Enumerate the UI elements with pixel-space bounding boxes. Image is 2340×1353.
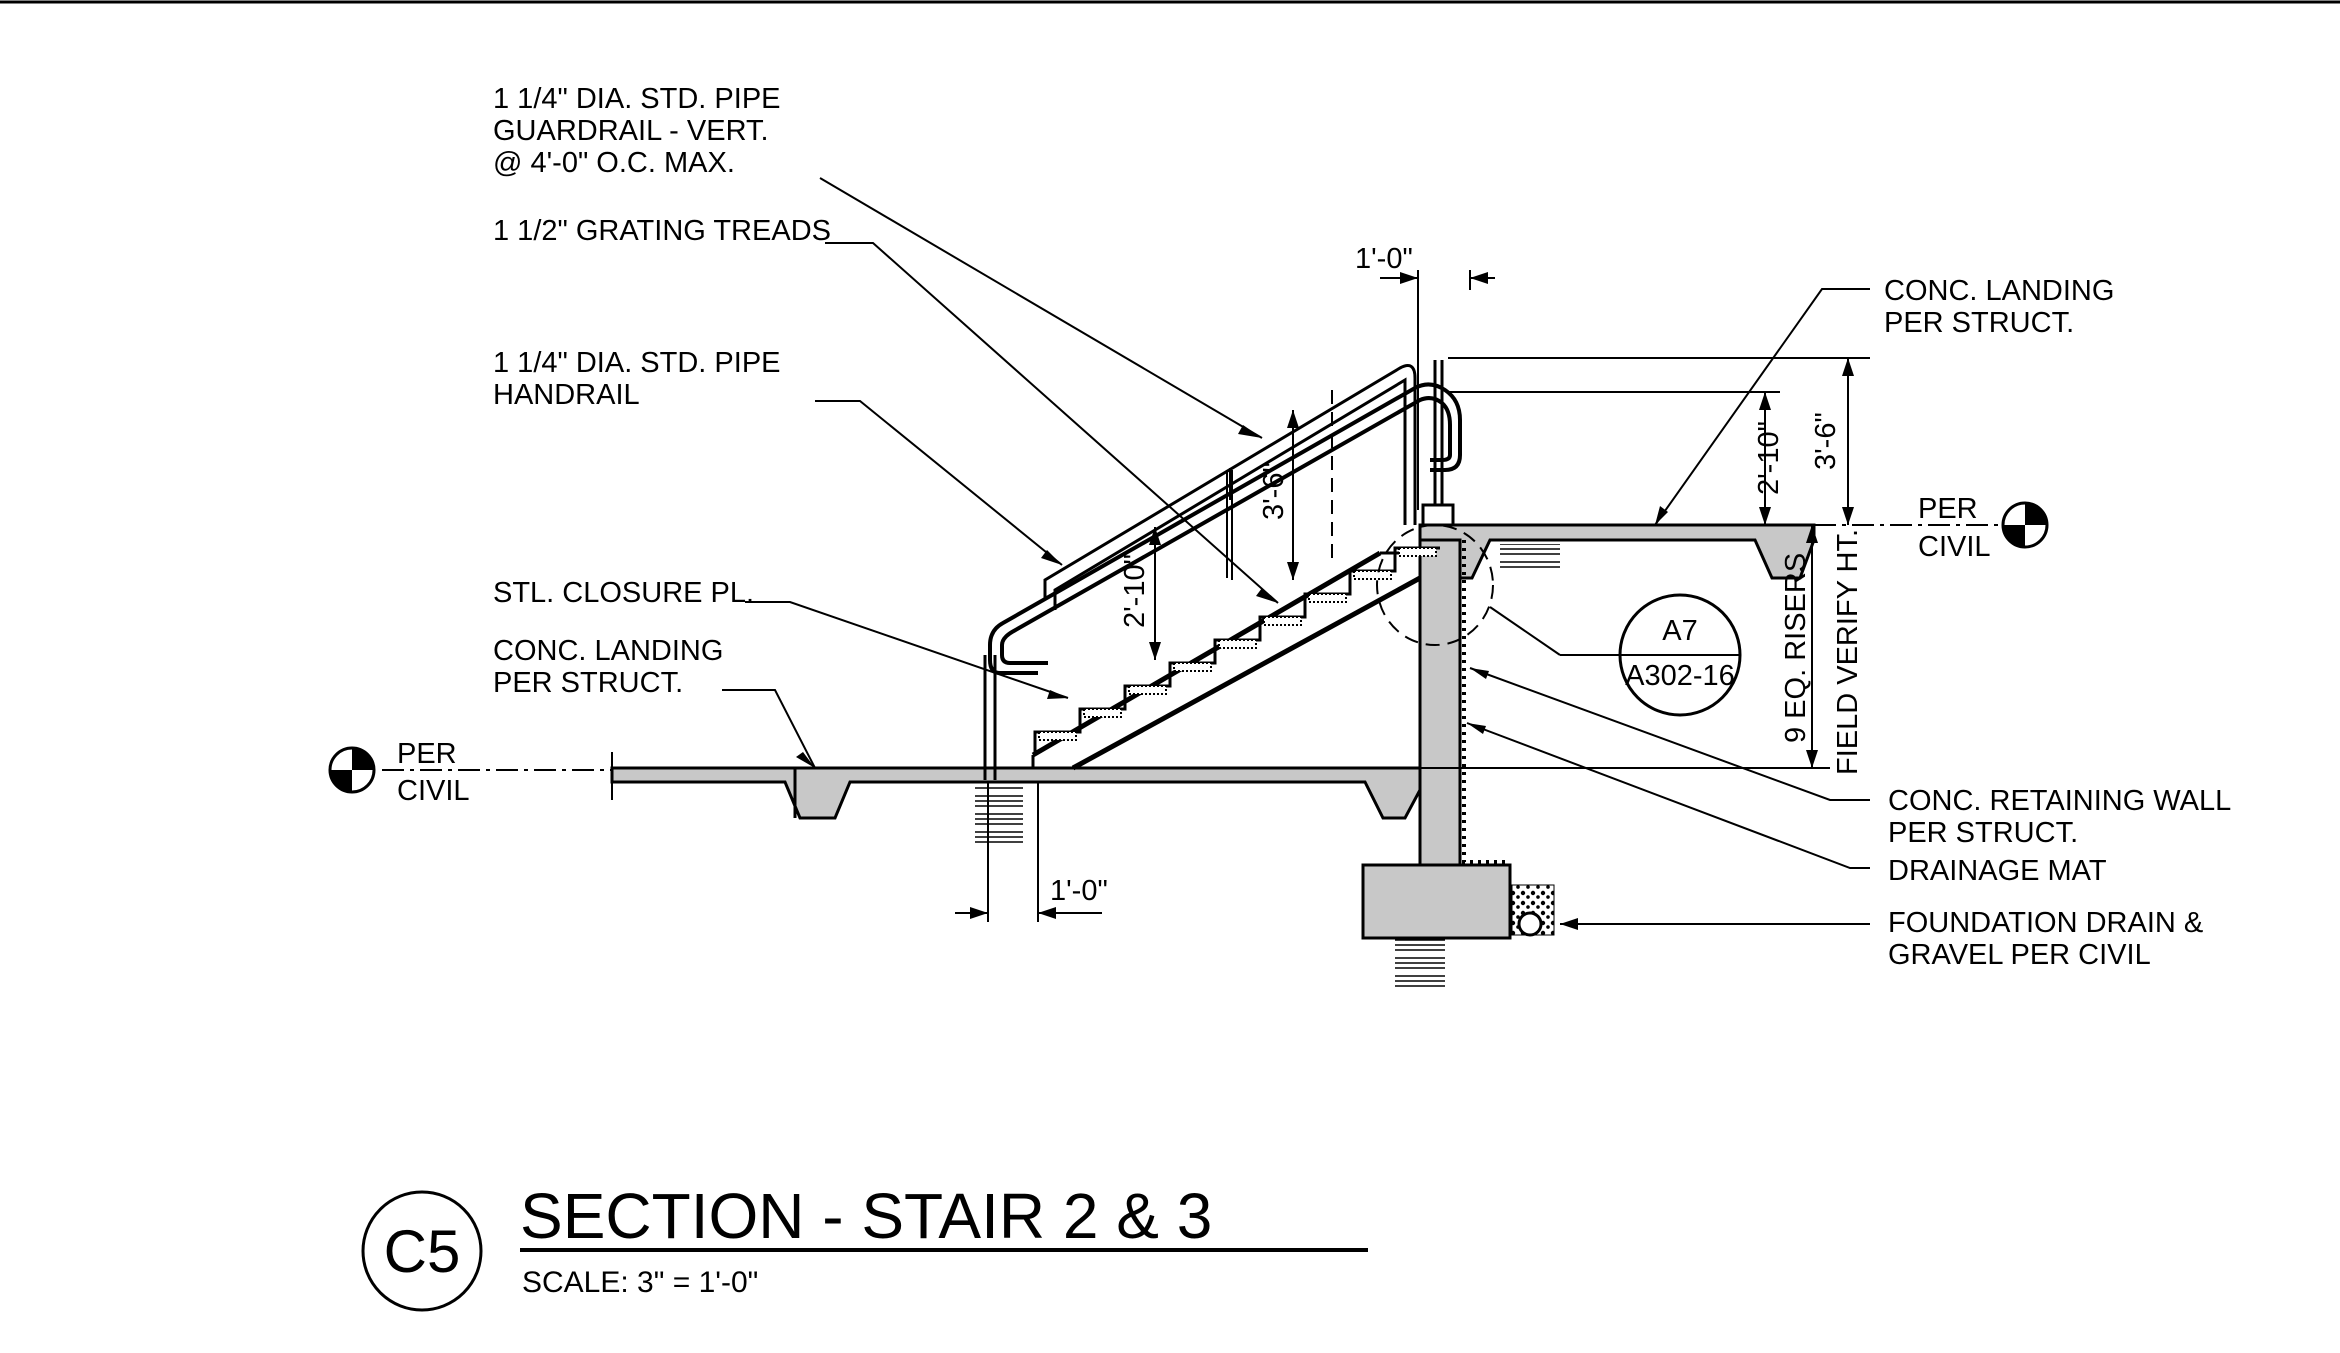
detail-circle-dashed [1376,524,1494,646]
datum-left-per: PER [397,738,457,770]
dim-bottom-1ft: 1'-0" [1050,875,1108,907]
grating-tread [1308,593,1347,603]
foundation-drain-pipe [1517,911,1543,937]
grating-tread [1083,708,1122,718]
dim-field-verify: FIELD VERIFY HT. [1832,529,1864,775]
note-landing-upper: CONC. LANDING PER STRUCT. [1884,275,2122,339]
note-guardrail: 1 1/4" DIA. STD. PIPE GUARDRAIL - VERT. … [493,83,789,179]
note-grating-treads: 1 1/2" GRATING TREADS [493,215,831,247]
dim-handrail-stair: 2'-10" [1119,554,1151,628]
dim-handrail-right: 2'-10" [1753,421,1785,495]
section-tag-circle [361,1190,483,1312]
note-drainage-mat: DRAINAGE MAT [1888,855,2107,887]
datum-right-civil: CIVIL [1918,531,1991,563]
retaining-wall [1418,526,1462,867]
stair-handrail [988,382,1462,675]
note-foundation-drain: FOUNDATION DRAIN & GRAVEL PER CIVIL [1888,907,2211,971]
stair-stringer [1071,575,1422,771]
datum-left-symbol [328,746,376,794]
note-retaining-wall: CONC. RETAINING WALL PER STRUCT. [1888,785,2238,849]
grating-tread [1218,639,1257,649]
note-closure-plate: STL. CLOSURE PL. [493,577,754,609]
note-handrail: 1 1/4" DIA. STD. PIPE HANDRAIL [493,347,789,411]
grating-tread [1263,616,1302,626]
dim-risers: 9 EQ. RISERS [1780,553,1812,743]
leader-lines [722,177,1870,925]
section-scale: SCALE: 3" = 1'-0" [522,1266,758,1299]
detail-sheet: A302-16 [1625,660,1735,692]
upper-concrete-landing [1418,523,1816,580]
grating-tread [1173,662,1212,672]
grating-tread [1128,685,1167,695]
datum-left-civil: CIVIL [397,775,470,807]
stair-profile [1033,546,1440,755]
detail-callout[interactable]: A7 A302-16 [1618,593,1742,717]
dim-guard-stair: 3'-6" [1258,462,1290,520]
dim-top-1ft: 1'-0" [1355,243,1413,275]
grating-tread [1353,570,1392,580]
datum-right-symbol [2001,501,2049,549]
section-tag: C5 [384,1218,461,1285]
dim-guard-right: 3'-6" [1810,412,1842,470]
grating-treads [1033,546,1440,755]
grating-tread [1038,731,1077,741]
stair-guardrail [1043,364,1417,600]
handrail-post-top [1421,503,1455,527]
title-block: C5 SECTION - STAIR 2 & 3 SCALE: 3" = 1'-… [361,1180,1368,1312]
earth-hatch [975,785,1023,845]
section-title: SECTION - STAIR 2 & 3 [520,1180,1212,1252]
note-landing-lower: CONC. LANDING PER STRUCT. [493,635,731,699]
datum-right-per: PER [1918,493,1978,525]
wall-footing [1361,863,1512,940]
detail-number: A7 [1662,615,1697,647]
grating-tread [1398,547,1437,557]
